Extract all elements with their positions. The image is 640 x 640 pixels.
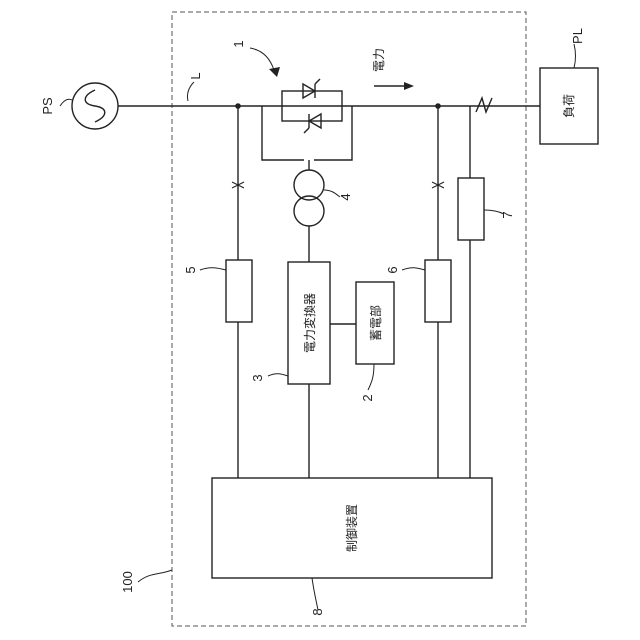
line-ref-label: L	[188, 72, 203, 79]
sine-wave-icon	[85, 90, 105, 122]
line-leader	[187, 82, 194, 101]
sensor-6-ref-label: 6	[385, 266, 400, 273]
controller-ref-label: 8	[310, 608, 325, 615]
converter-leader	[268, 374, 288, 376]
switch-arrow-icon	[269, 67, 280, 77]
sensor-5-box	[226, 260, 252, 322]
transformer-wire-left	[262, 106, 304, 160]
system-ref-label: 100	[120, 571, 135, 593]
sensor-6-leader	[402, 268, 425, 270]
load-leader	[574, 44, 576, 68]
transformer-ref-label: 4	[338, 193, 353, 200]
power-flow-label: 電力	[372, 48, 386, 72]
controller-label: 制御装置	[344, 504, 359, 552]
power-flow-arrowhead	[404, 82, 414, 90]
sensor-7-box	[458, 178, 484, 240]
storage-ref-label: 2	[360, 394, 375, 401]
switch-ref-label: 1	[231, 40, 246, 47]
power-source-leader	[60, 99, 72, 106]
load-ref-label: PL	[570, 28, 585, 44]
power-source-ref-label: PS	[40, 97, 55, 115]
storage-label: 蓄電部	[368, 305, 383, 341]
sensor-5-leader	[200, 268, 226, 270]
sensor-7-ref-label: 7	[500, 211, 515, 218]
controller-leader	[312, 578, 318, 610]
storage-leader	[368, 364, 374, 390]
line-break-mark	[476, 98, 492, 112]
converter-label: 電力変換器	[302, 293, 317, 353]
load-label: 負荷	[562, 94, 576, 118]
switch-leader	[250, 48, 274, 70]
sensor-6-box	[425, 260, 451, 322]
sensor-5-ref-label: 5	[183, 266, 198, 273]
system-leader	[138, 570, 172, 582]
converter-ref-label: 3	[250, 374, 265, 381]
